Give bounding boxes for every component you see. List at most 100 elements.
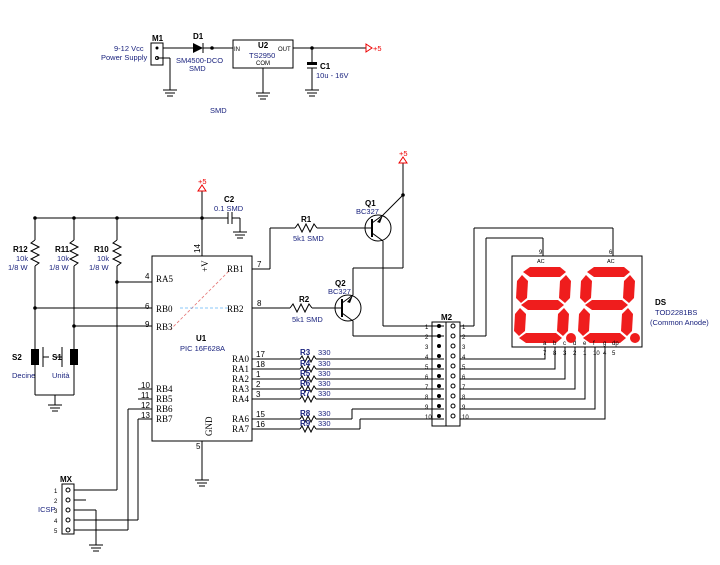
svg-text:RB2: RB2 xyxy=(227,304,244,314)
m2-pin-num-left: 6 xyxy=(425,375,429,381)
svg-text:7: 7 xyxy=(257,260,262,269)
svg-text:11: 11 xyxy=(141,391,150,400)
segment-name-label: d xyxy=(573,341,576,347)
display-wiring xyxy=(460,227,614,420)
ds-note: (Common Anode) xyxy=(650,318,709,327)
svg-text:R12: R12 xyxy=(13,245,28,254)
d1-value1: SM4500-DCO xyxy=(176,56,223,65)
svg-text:RA1: RA1 xyxy=(232,364,249,374)
svg-text:9: 9 xyxy=(539,250,543,256)
svg-text:3: 3 xyxy=(256,390,261,399)
svg-text:Unità: Unità xyxy=(52,371,70,380)
segment-pin-label: 2 xyxy=(573,351,577,357)
segment-pin-label: 3 xyxy=(563,351,567,357)
svg-text:R8: R8 xyxy=(300,409,311,418)
icsp-pin xyxy=(65,517,71,523)
m2-pin-num-right: 8 xyxy=(462,395,466,401)
r9-resistor xyxy=(299,424,317,434)
m2-pin-num-right: 7 xyxy=(462,385,466,391)
ground-icon xyxy=(233,231,247,239)
svg-text:RB7: RB7 xyxy=(156,414,173,424)
d1-ref: D1 xyxy=(193,32,204,41)
svg-text:330: 330 xyxy=(318,409,331,418)
c1-capacitor xyxy=(307,62,317,65)
svg-text:R11: R11 xyxy=(55,245,70,254)
m2-pin-left xyxy=(437,324,441,328)
icsp-pin-num: 3 xyxy=(54,509,58,515)
c2-value: 0.1 SMD xyxy=(214,204,244,213)
segment-pin-label: 10 xyxy=(593,351,600,357)
svg-text:RB5: RB5 xyxy=(156,394,173,404)
svg-text:14: 14 xyxy=(193,244,202,253)
svg-text:BC327: BC327 xyxy=(356,207,379,216)
icsp-pin xyxy=(65,507,71,513)
svg-text:13: 13 xyxy=(141,411,150,420)
svg-text:R4: R4 xyxy=(300,359,311,368)
svg-text:RA4: RA4 xyxy=(232,394,250,404)
m2-pin-left xyxy=(437,334,441,338)
segment-name-label: a xyxy=(543,341,547,347)
svg-text:Q1: Q1 xyxy=(365,199,376,208)
vcc-arrow-icon xyxy=(398,156,408,164)
m2-pin-right xyxy=(450,353,456,359)
power-section: M1 9-12 Vcc Power Supply D1 SM4500-DCO S… xyxy=(101,32,382,115)
icsp-pin-num: 4 xyxy=(54,519,58,525)
m2-pin-right xyxy=(450,413,456,419)
svg-text:Q2: Q2 xyxy=(335,279,346,288)
m2-pin-num-left: 4 xyxy=(425,355,429,361)
segment-name-label: f xyxy=(593,341,595,347)
svg-text:Decine: Decine xyxy=(12,371,35,380)
svg-text:2: 2 xyxy=(256,380,261,389)
m2-pin-num-right: 3 xyxy=(462,345,466,351)
m2-pin-left xyxy=(437,384,441,388)
m2-pin-right xyxy=(450,333,456,339)
svg-text:RA5: RA5 xyxy=(156,274,174,284)
c2-capacitor: C2 0.1 SMD xyxy=(35,195,247,239)
u2-ref: U2 xyxy=(258,41,269,50)
svg-text:330: 330 xyxy=(318,348,331,357)
svg-text:330: 330 xyxy=(318,389,331,398)
m2-pin-num-left: 7 xyxy=(425,385,429,391)
digit-2-segments xyxy=(578,267,640,343)
m2-pin-right xyxy=(450,343,456,349)
svg-text:RA6: RA6 xyxy=(232,414,250,424)
svg-text:1/8 W: 1/8 W xyxy=(8,263,29,272)
m2-pin-num-right: 10 xyxy=(462,415,469,421)
svg-text:R10: R10 xyxy=(94,245,109,254)
m2-pin-left xyxy=(437,354,441,358)
d1-value2: SMD xyxy=(189,64,206,73)
svg-text:R3: R3 xyxy=(300,348,311,357)
q1-transistor xyxy=(364,194,404,242)
svg-text:GND: GND xyxy=(204,416,214,436)
svg-text:RB4: RB4 xyxy=(156,384,173,394)
svg-text:330: 330 xyxy=(318,359,331,368)
svg-text:9: 9 xyxy=(145,320,150,329)
c1-value: 10u - 16V xyxy=(316,71,349,80)
svg-text:5k1 SMD: 5k1 SMD xyxy=(293,234,324,243)
m1-label1: 9-12 Vcc xyxy=(114,44,144,53)
svg-text:15: 15 xyxy=(256,410,265,419)
m2-pin-right xyxy=(450,403,456,409)
svg-text:AC: AC xyxy=(537,259,545,265)
m2-pin-num-left: 5 xyxy=(425,365,429,371)
m2-pin-right xyxy=(450,373,456,379)
svg-text:8: 8 xyxy=(257,299,262,308)
svg-text:RB1: RB1 xyxy=(227,264,244,274)
d1-diode xyxy=(193,43,203,53)
segment-pin-label: 8 xyxy=(553,351,557,357)
svg-text:6: 6 xyxy=(145,302,150,311)
ds-value: TOD2281BS xyxy=(655,308,697,317)
vcc-label: +5 xyxy=(373,44,382,53)
vcc-arrow-icon xyxy=(197,184,207,192)
svg-text:16: 16 xyxy=(256,420,265,429)
u1-right-pins: RB1 7 RB2 8 RA0 17 RA1 18 RA2 1 RA3 2 RA… xyxy=(227,260,290,434)
q2-transistor xyxy=(334,294,362,322)
m2-pin-right xyxy=(450,383,456,389)
ground-icon xyxy=(89,544,103,552)
svg-text:OUT: OUT xyxy=(278,47,291,53)
pullup-network: R12 10k 1/8 W R11 10k 1/8 W R10 10k 1/8 … xyxy=(8,216,123,480)
